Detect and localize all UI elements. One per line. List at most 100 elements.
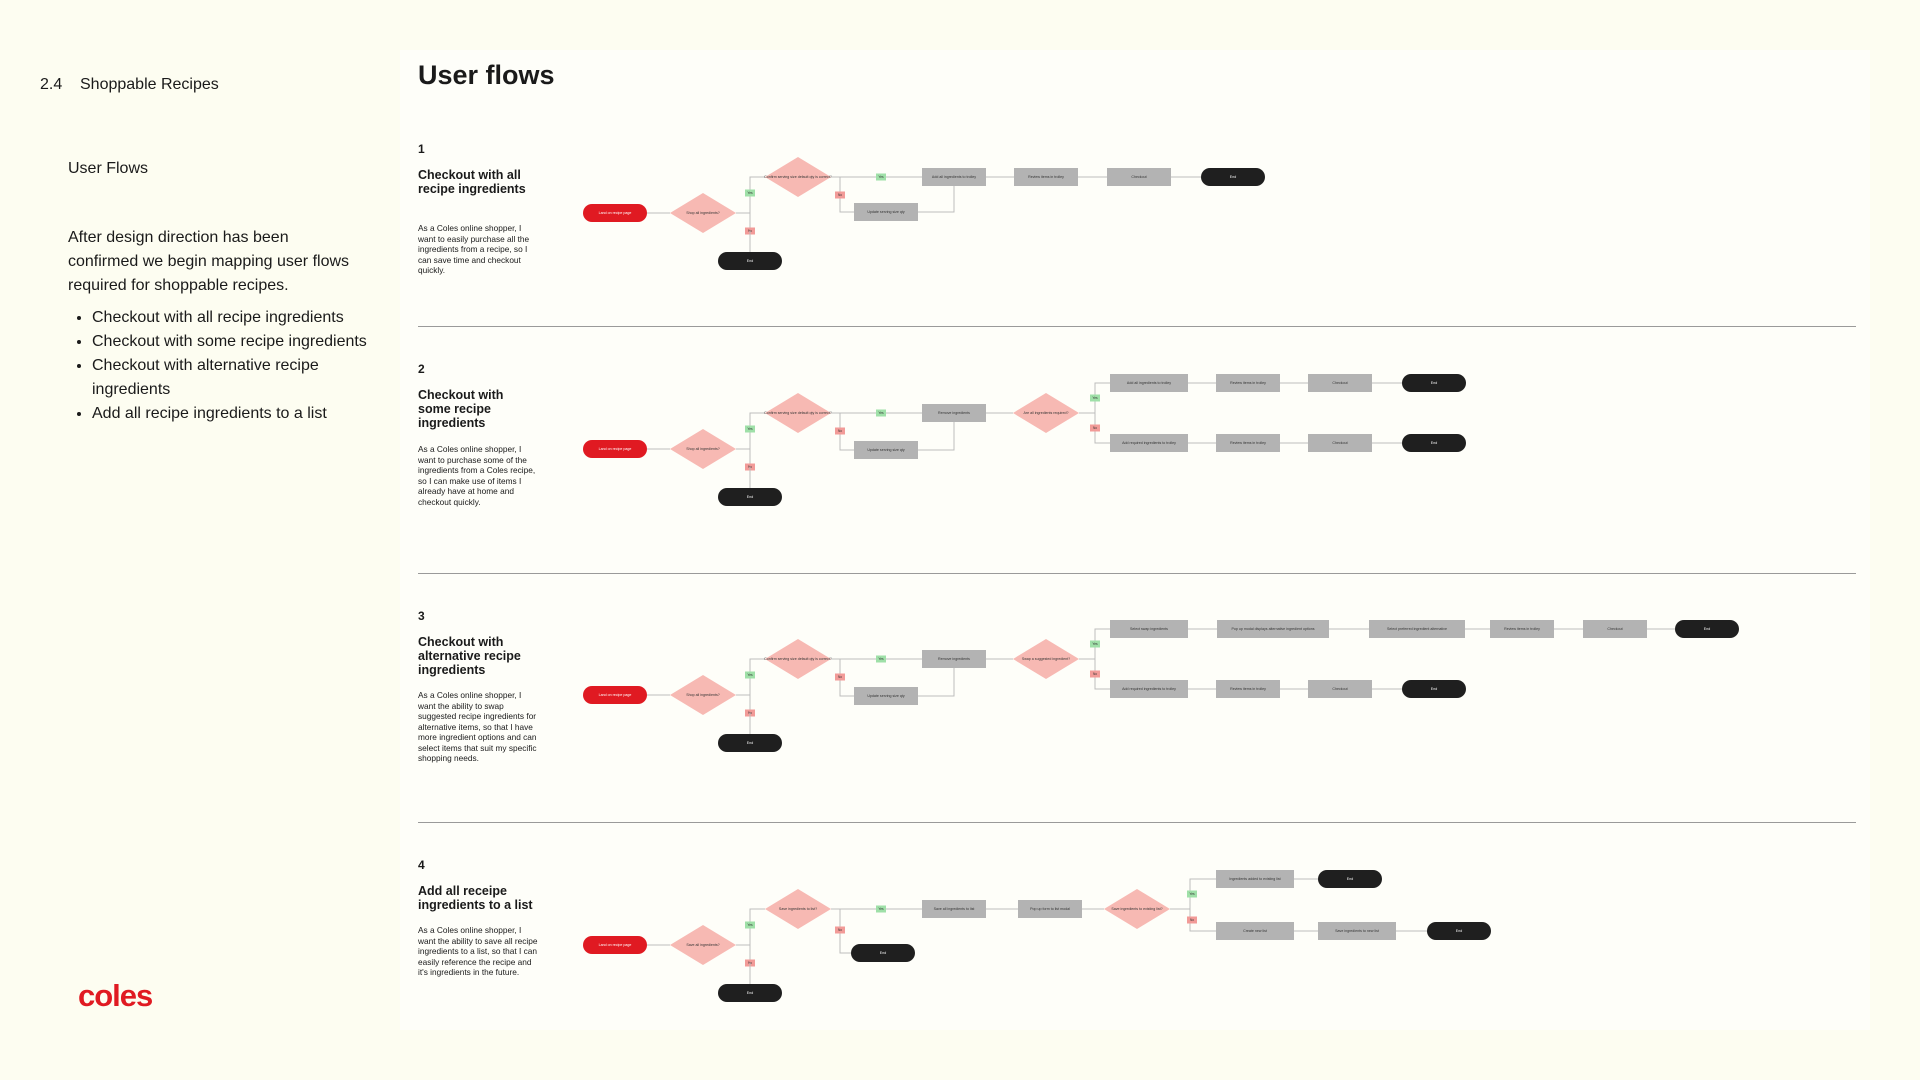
node-label: Review items in trolley [1230, 441, 1266, 445]
yes-label: Yes [1092, 396, 1098, 400]
decision-label: Confirm serving size default qty is corr… [764, 657, 832, 661]
no-tag [835, 926, 845, 934]
connector [918, 413, 955, 451]
decision-label: Shop all ingredients? [686, 211, 720, 215]
decision-diamond [1013, 639, 1079, 679]
end-terminal [1402, 434, 1466, 452]
no-tag [835, 427, 845, 435]
process-box [1217, 620, 1329, 638]
end-terminal [1201, 168, 1265, 186]
no-label: No [1093, 426, 1097, 430]
process-box [1490, 620, 1554, 638]
flow-description: As a Coles online shopper, I want to pur… [418, 444, 536, 507]
flow-number: 3 [418, 609, 425, 623]
sidebar: 2.4 Shoppable Recipes User Flows After d… [0, 0, 400, 1080]
flow-number: 2 [418, 362, 425, 376]
process-box [1216, 922, 1294, 940]
flow-divider [418, 822, 1856, 823]
yes-tag [876, 173, 886, 181]
flow-list-item: Add all recipe ingredients to a list [92, 402, 392, 426]
node-label: End [1431, 687, 1437, 691]
node-label: End [1230, 175, 1236, 179]
process-box [1014, 168, 1078, 186]
node-label: End [747, 741, 753, 745]
end-terminal [718, 252, 782, 270]
node-label: Pop up form to list modal [1030, 907, 1070, 911]
node-label: Review items in trolley [1504, 627, 1540, 631]
no-label: No [1190, 918, 1194, 922]
connector [918, 177, 955, 213]
process-box [1216, 870, 1294, 888]
node-label: Add required ingredients to trolley [1122, 687, 1176, 691]
process-box [1369, 620, 1465, 638]
node-label: Checkout [1332, 441, 1347, 445]
process-box [922, 650, 986, 668]
no-tag [1187, 916, 1197, 924]
process-box [1583, 620, 1647, 638]
decision-label: Confirm serving size default qty is corr… [764, 175, 832, 179]
connector [1094, 659, 1110, 690]
node-label: Update serving size qty [867, 210, 905, 214]
no-label: No [1093, 672, 1097, 676]
yes-tag [876, 409, 886, 417]
decision-diamond [765, 639, 831, 679]
flow-divider [418, 573, 1856, 574]
end-terminal [851, 944, 915, 962]
decision-label: Swap a suggested ingredient? [1022, 657, 1070, 661]
decision-diamond [765, 889, 831, 929]
yes-label: Yes [878, 411, 884, 415]
node-label: End [1347, 877, 1353, 881]
flow-number: 1 [418, 142, 425, 156]
decision-label: Are all ingredients required? [1024, 411, 1069, 415]
node-label: Add all ingredients to trolley [932, 175, 976, 179]
yes-tag [876, 905, 886, 913]
process-box [922, 900, 986, 918]
flow-list-item: Checkout with alternative recipe ingredi… [92, 354, 392, 402]
process-box [1110, 374, 1188, 392]
node-label: Remove ingredients [938, 411, 970, 415]
process-box [1216, 434, 1280, 452]
decision-diamond [765, 393, 831, 433]
decision-diamond [1104, 889, 1170, 929]
no-label: No [748, 465, 752, 469]
node-label: End [1431, 441, 1437, 445]
end-terminal [1427, 922, 1491, 940]
no-label: No [748, 711, 752, 715]
decision-label: Save all ingredients? [686, 943, 719, 947]
process-box [1308, 434, 1372, 452]
node-label: Select swap ingredients [1130, 627, 1168, 631]
decision-label: Save ingredients to list? [779, 907, 817, 911]
process-box [1018, 900, 1082, 918]
start-terminal [583, 440, 647, 458]
node-label: Select preferred ingredient alternative [1387, 627, 1447, 631]
connector [1094, 413, 1110, 444]
node-label: Land on recipe page [599, 447, 632, 451]
decision-diamond [670, 925, 736, 965]
process-box [1110, 434, 1188, 452]
decision-label: Save ingredients to existing list? [1111, 907, 1162, 911]
start-terminal [583, 936, 647, 954]
connector [839, 177, 854, 213]
process-box [1107, 168, 1171, 186]
node-label: Checkout [1131, 175, 1146, 179]
yes-tag [1187, 890, 1197, 898]
flow-description: As a Coles online shopper, I want the ab… [418, 690, 537, 763]
process-box [1308, 680, 1372, 698]
node-label: End [747, 259, 753, 263]
no-label: No [748, 229, 752, 233]
no-label: No [838, 193, 842, 197]
node-label: Land on recipe page [599, 943, 632, 947]
start-terminal [583, 686, 647, 704]
process-box [1216, 680, 1280, 698]
node-label: Save ingredients to new list [1335, 929, 1379, 933]
flow-description: As a Coles online shopper, I want to eas… [418, 223, 530, 275]
node-label: Update serving size qty [867, 694, 905, 698]
node-label: Land on recipe page [599, 211, 632, 215]
flow-list-item: Checkout with all recipe ingredients [92, 306, 392, 330]
yes-tag [745, 425, 755, 433]
node-label: End [1456, 929, 1462, 933]
yes-label: Yes [747, 923, 753, 927]
yes-label: Yes [747, 673, 753, 677]
start-terminal [583, 204, 647, 222]
yes-label: Yes [747, 191, 753, 195]
